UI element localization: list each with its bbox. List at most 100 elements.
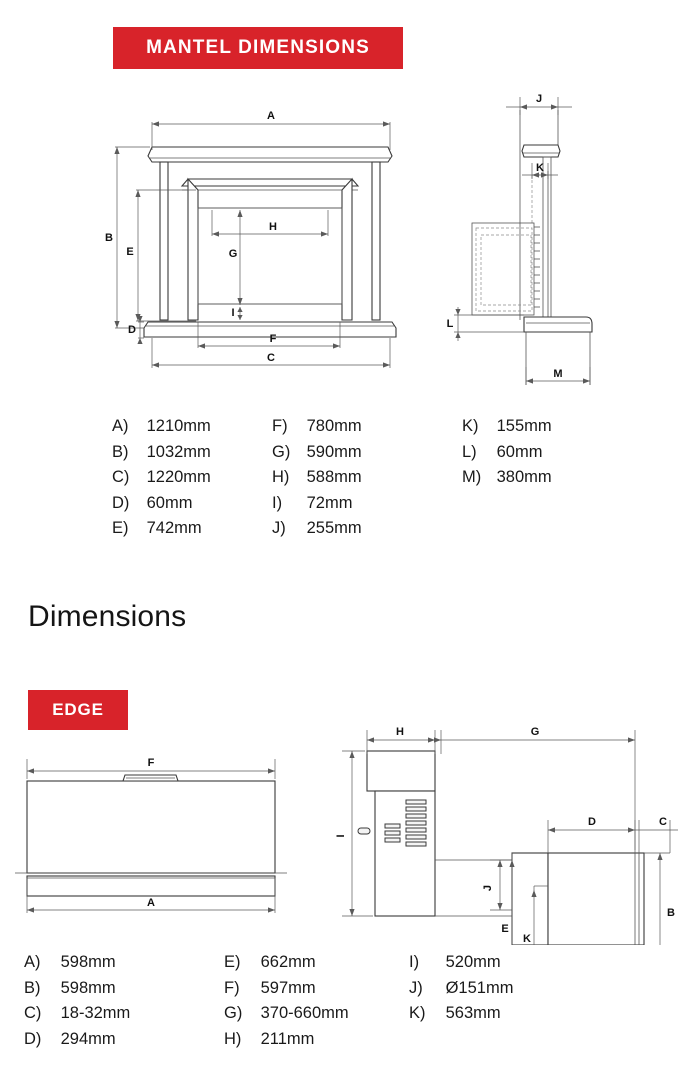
edge-dimensions-legend: A) 598mm B) 598mm C) 18-32mm D) 294mm E)… [24,950,524,1065]
legend-key: A) [112,417,129,435]
legend-key: B) [112,442,129,461]
dim-label-b-edge-side: B [667,907,675,919]
dim-label-k-edge-side: K [523,933,531,945]
legend-key: G) [272,442,291,461]
dim-label-g-front: G [229,248,238,260]
mantel-side-elevation-drawing: J K L M [440,85,620,395]
legend-row: G) 590mm [272,440,362,466]
legend-value: 520mm [445,953,501,971]
legend-value: 294mm [60,1029,116,1048]
legend-key: E) [112,519,129,537]
mantel-front-elevation-drawing: A B E D [100,100,420,400]
dim-label-j-side: J [536,93,542,105]
mantel-legend-column-1: A) 1210mm B) 1032mm C) 1220mm D) 60mm E)… [112,414,211,542]
legend-row: B) 598mm [24,976,130,1002]
dim-label-i-front: I [231,307,234,319]
legend-row: I) 520mm [409,950,513,976]
legend-value: 18-32mm [60,1004,131,1022]
dim-label-m-side: M [553,368,562,380]
legend-key: G) [224,1004,243,1022]
mantel-dimensions-banner: MANTEL DIMENSIONS [113,27,403,69]
legend-value: 597mm [260,978,316,997]
legend-key: I) [272,493,283,512]
legend-row: F) 780mm [272,414,362,440]
legend-key: F) [224,978,240,997]
mantel-banner-label: MANTEL DIMENSIONS [146,37,370,58]
edge-legend-column-1: A) 598mm B) 598mm C) 18-32mm D) 294mm [24,950,130,1052]
legend-row: D) 60mm [112,491,211,517]
legend-row: E) 662mm [224,950,349,976]
legend-key: K) [462,417,479,435]
legend-value: 590mm [306,442,362,461]
legend-value: 60mm [146,493,193,512]
dim-label-h-edge-side: H [396,726,404,738]
legend-value: 155mm [496,417,552,435]
legend-row: B) 1032mm [112,440,211,466]
edge-side-view-drawing: H G I D C [330,720,700,945]
legend-value: 598mm [60,953,116,971]
legend-value: 211mm [260,1029,315,1048]
edge-product-banner: EDGE [28,690,128,730]
legend-value: 1220mm [146,468,211,486]
mantel-legend-column-3: K) 155mm L) 60mm M) 380mm [462,414,552,491]
legend-row: H) 588mm [272,465,362,491]
dim-label-a-edge-front: A [147,897,155,909]
legend-value: 380mm [496,468,552,486]
legend-key: L) [462,442,477,461]
legend-value: 255mm [306,519,362,537]
legend-row: J) 255mm [272,516,362,542]
legend-value: 780mm [306,417,362,435]
legend-row: L) 60mm [462,440,552,466]
dim-label-k-side: K [536,162,544,174]
dim-label-g-edge-side: G [531,726,540,738]
legend-value: 662mm [260,953,316,971]
legend-key: A) [24,953,41,971]
edge-banner-label: EDGE [52,700,104,719]
legend-row: G) 370-660mm [224,1001,349,1027]
legend-row: K) 155mm [462,414,552,440]
legend-value: 1210mm [146,417,211,435]
legend-row: E) 742mm [112,516,211,542]
dim-label-c-edge-side: C [659,816,667,828]
dim-label-d-front: D [128,324,136,336]
legend-key: C) [112,468,130,486]
legend-key: J) [272,519,286,537]
legend-row: D) 294mm [24,1027,130,1053]
legend-row: M) 380mm [462,465,552,491]
legend-row: C) 18-32mm [24,1001,130,1027]
page-title: Dimensions [28,600,187,633]
legend-value: Ø151mm [445,978,514,997]
dim-label-c-front: C [267,352,275,364]
dim-label-a-front: A [267,110,275,122]
dim-label-j-edge-side: J [482,885,494,891]
legend-key: K) [409,1004,426,1022]
legend-key: C) [24,1004,42,1022]
legend-key: J) [409,978,423,997]
legend-value: 1032mm [146,442,211,461]
legend-key: H) [272,468,290,486]
legend-row: F) 597mm [224,976,349,1002]
legend-value: 370-660mm [260,1004,349,1022]
legend-key: D) [24,1029,42,1048]
legend-key: B) [24,978,41,997]
legend-value: 598mm [60,978,116,997]
legend-value: 742mm [146,519,202,537]
dim-label-l-side: L [447,318,454,330]
legend-key: F) [272,417,288,435]
legend-value: 588mm [306,468,362,486]
legend-key: H) [224,1029,242,1048]
edge-front-view-drawing: F A [10,745,310,920]
legend-value: 72mm [306,493,353,512]
dim-label-i-edge-side: I [335,834,347,837]
legend-key: I) [409,953,420,971]
edge-legend-column-3: I) 520mm J) Ø151mm K) 563mm [409,950,513,1027]
legend-row: C) 1220mm [112,465,211,491]
dim-label-f-front: F [270,333,277,345]
dim-label-e-edge-side: E [501,923,508,935]
dim-label-e-front: E [126,246,133,258]
legend-row: J) Ø151mm [409,976,513,1002]
legend-row: H) 211mm [224,1027,349,1053]
legend-key: M) [462,468,482,486]
mantel-legend-column-2: F) 780mm G) 590mm H) 588mm I) 72mm J) 25… [272,414,362,542]
